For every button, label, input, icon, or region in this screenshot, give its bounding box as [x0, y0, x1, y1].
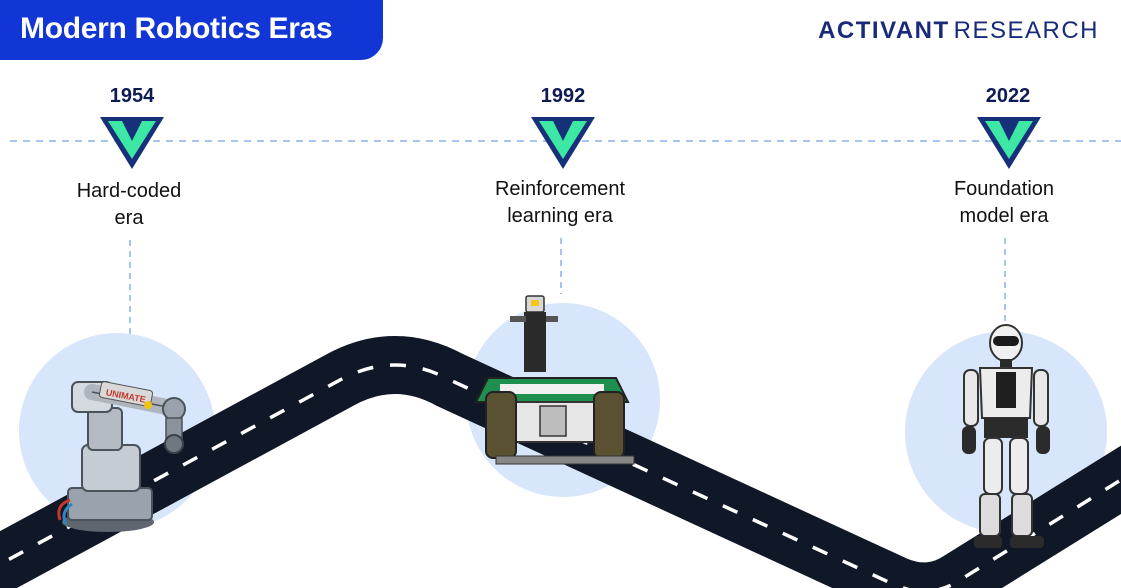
page-title: Modern Robotics Eras — [20, 12, 333, 45]
brand-primary: ACTIVANT — [818, 17, 950, 44]
humanoid-robot-icon — [962, 324, 1050, 548]
era-label-1992: Reinforcement learning era — [460, 176, 660, 230]
era-year-1992: 1992 — [540, 85, 586, 107]
era-label-1992-line2: learning era — [507, 205, 613, 227]
era-label-2022-line2: model era — [959, 205, 1049, 227]
era-year-2022: 2022 — [985, 85, 1031, 107]
era-label-2022-line1: Foundation — [953, 178, 1055, 200]
era-label-1954-line2: era — [114, 207, 144, 229]
road-lane-markings — [0, 363, 1121, 588]
era-marker-1954-icon — [100, 117, 164, 169]
era-marker-2022-icon — [977, 117, 1041, 169]
industrial-arm-robot-icon: UNIMATE — [57, 381, 186, 532]
brand-secondary: RESEARCH — [953, 17, 1099, 44]
era-label-1954-line1: Hard-coded — [76, 180, 182, 202]
title-tab: Modern Robotics Eras — [0, 0, 383, 60]
era-label-1992-line1: Reinforcement — [494, 178, 626, 200]
mobile-rover-robot-icon — [474, 295, 635, 465]
era-year-1954: 1954 — [109, 85, 155, 107]
era-marker-1992-icon — [531, 117, 595, 169]
era-label-2022: Foundation model era — [904, 176, 1104, 230]
era-label-1954: Hard-coded era — [29, 178, 229, 232]
